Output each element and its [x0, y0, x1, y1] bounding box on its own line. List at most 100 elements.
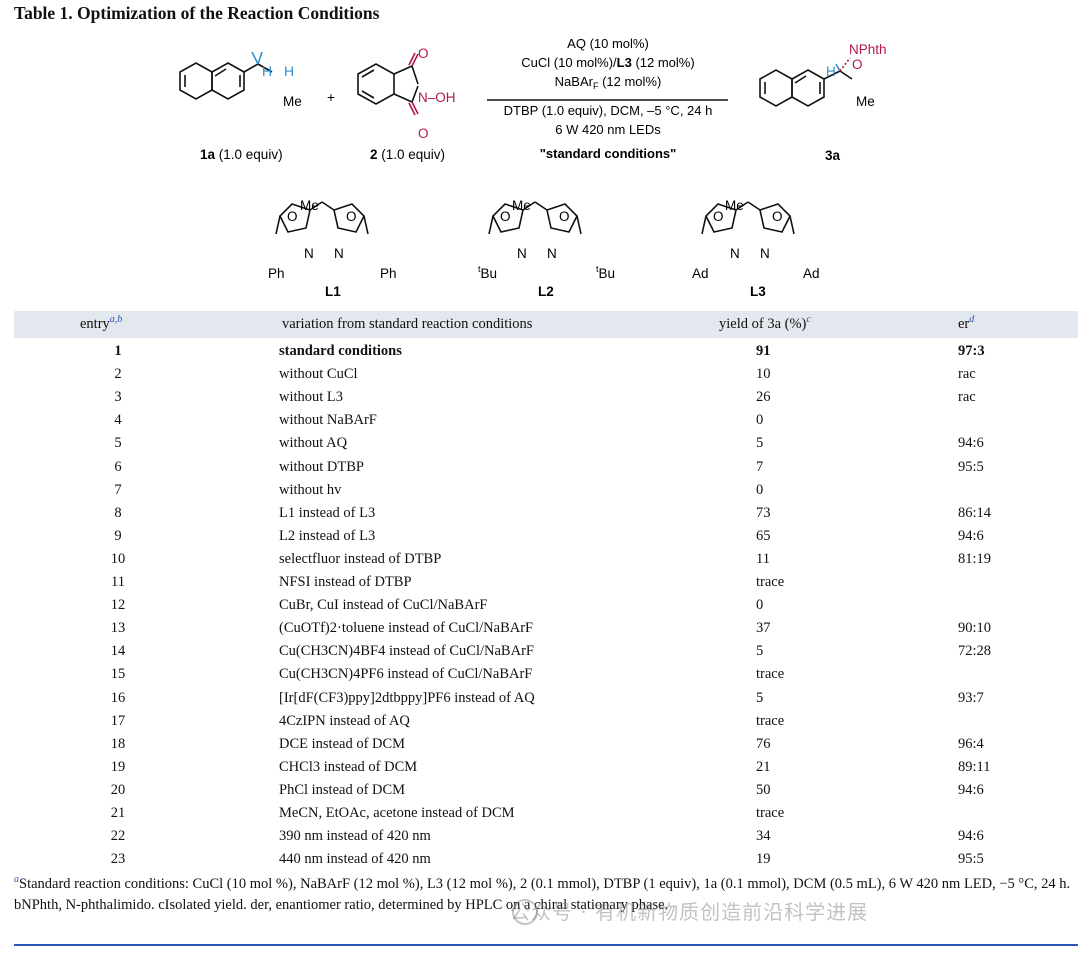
yield-cell: 0 [756, 481, 764, 498]
entry-cell: 10 [110, 550, 126, 567]
er-cell: 97:3 [958, 343, 985, 359]
me-label: Me [283, 94, 302, 109]
entry-cell: 18 [110, 735, 126, 752]
yield-cell: 65 [756, 527, 771, 544]
variation-cell: selectfluor instead of DTBP [279, 550, 442, 567]
table-row: 16[Ir[dF(CF3)ppy]2dtbppy]PF6 instead of … [14, 688, 1078, 711]
entry-cell: 3 [114, 389, 122, 406]
variation-cell: PhCl instead of DCM [279, 781, 406, 798]
yield-cell: 37 [756, 620, 771, 637]
o-label: O [287, 209, 298, 224]
o-label: O [500, 209, 511, 224]
standard-conditions-label: "standard conditions" [540, 146, 677, 161]
watermark: 公众号 · 有机新物质创造前沿科学进展 [510, 900, 869, 924]
ligand-label-l2: L2 [538, 284, 554, 299]
o-label: O [559, 209, 570, 224]
ph-label: Ph [380, 266, 397, 281]
n-label: N [517, 246, 527, 261]
reaction-scheme: H H Me + O N–OH O 1a (1.0 equiv) 2 (1.0 … [179, 36, 887, 299]
entry-cell: 9 [114, 527, 122, 544]
er-cell: rac [958, 389, 976, 406]
er-cell: 94:6 [958, 435, 984, 452]
yield-cell: 0 [756, 597, 764, 614]
entry-cell: 11 [111, 574, 125, 590]
yield-cell: 50 [756, 781, 771, 798]
entry-cell: 1 [114, 343, 122, 359]
yield-cell: 73 [756, 504, 771, 521]
yield-cell: 7 [756, 458, 764, 475]
entry-cell: 2 [114, 366, 122, 383]
n-label: N [730, 246, 740, 261]
h-atom-label: H [284, 63, 294, 79]
ad-label: Ad [803, 266, 820, 281]
er-cell: 94:6 [958, 828, 984, 845]
me-label: Me [856, 94, 875, 109]
er-cell: 96:4 [958, 735, 984, 752]
o-label: O [418, 126, 429, 141]
entry-cell: 23 [110, 851, 126, 868]
n-oh-label: N–OH [418, 90, 456, 105]
yield-cell: trace [756, 712, 785, 729]
er-cell: 95:5 [958, 851, 984, 868]
n-label: N [304, 246, 314, 261]
yield-cell: 5 [756, 689, 764, 706]
bottom-rule [14, 944, 1078, 946]
o-label: O [772, 209, 783, 224]
table-row: 12 CuBr, CuI instead of CuCl/NaBArF 0 [14, 595, 1078, 618]
me-label: Me [725, 198, 744, 213]
er-cell: 95:5 [958, 458, 984, 475]
nphth-label: NPhth [849, 42, 887, 57]
variation-cell: without CuCl [279, 366, 358, 383]
yield-cell: 34 [756, 828, 771, 845]
tbu-label: tBu [596, 264, 615, 281]
yield-cell: trace [756, 666, 785, 683]
o-label: O [713, 209, 724, 224]
yield-cell: 26 [756, 389, 771, 406]
entry-cell: 12 [110, 597, 126, 614]
n-label: N [334, 246, 344, 261]
variation-cell: without DTBP [279, 458, 364, 475]
tbu-label: tBu [478, 264, 497, 281]
header-er: erd [958, 314, 975, 332]
ligand-label-l1: L1 [325, 284, 341, 299]
variation-cell: NFSI instead of DTBP [279, 574, 412, 590]
er-cell: 93:7 [958, 689, 984, 706]
table-row: 13(CuOTf)2·toluene instead of CuCl/NaBAr… [14, 618, 1078, 641]
reagent-line-3: NaBArF (12 mol%) [555, 74, 662, 91]
yield-cell: 76 [756, 735, 771, 752]
entry-cell: 7 [114, 481, 122, 498]
entry-cell: 17 [110, 712, 126, 729]
product-label: 3a [825, 148, 841, 163]
table-title: Table 1. Optimization of the Reaction Co… [14, 3, 380, 23]
o-label: O [346, 209, 357, 224]
table-header: entrya,b variation from standard reactio… [14, 311, 1078, 338]
entry-cell: 21 [110, 805, 126, 821]
entry-cell: 22 [110, 828, 126, 845]
h-atom-label: H [826, 64, 836, 79]
variation-cell: without hv [279, 481, 342, 498]
entry-cell: 13 [110, 620, 126, 637]
yield-cell: 10 [756, 366, 771, 383]
variation-cell: Cu(CH3CN)4BF4 instead of CuCl/NaBArF [279, 643, 534, 660]
variation-cell: CuBr, CuI instead of CuCl/NaBArF [279, 597, 488, 614]
h-atom-label: H [262, 63, 272, 79]
yield-cell: trace [756, 574, 785, 590]
sm2-label: 2 (1.0 equiv) [370, 147, 445, 162]
variation-cell: 440 nm instead of 420 nm [279, 851, 431, 868]
header-entry: entrya,b [80, 314, 123, 332]
n-label: N [547, 246, 557, 261]
variation-cell: standard conditions [279, 343, 402, 359]
n-label: N [760, 246, 770, 261]
